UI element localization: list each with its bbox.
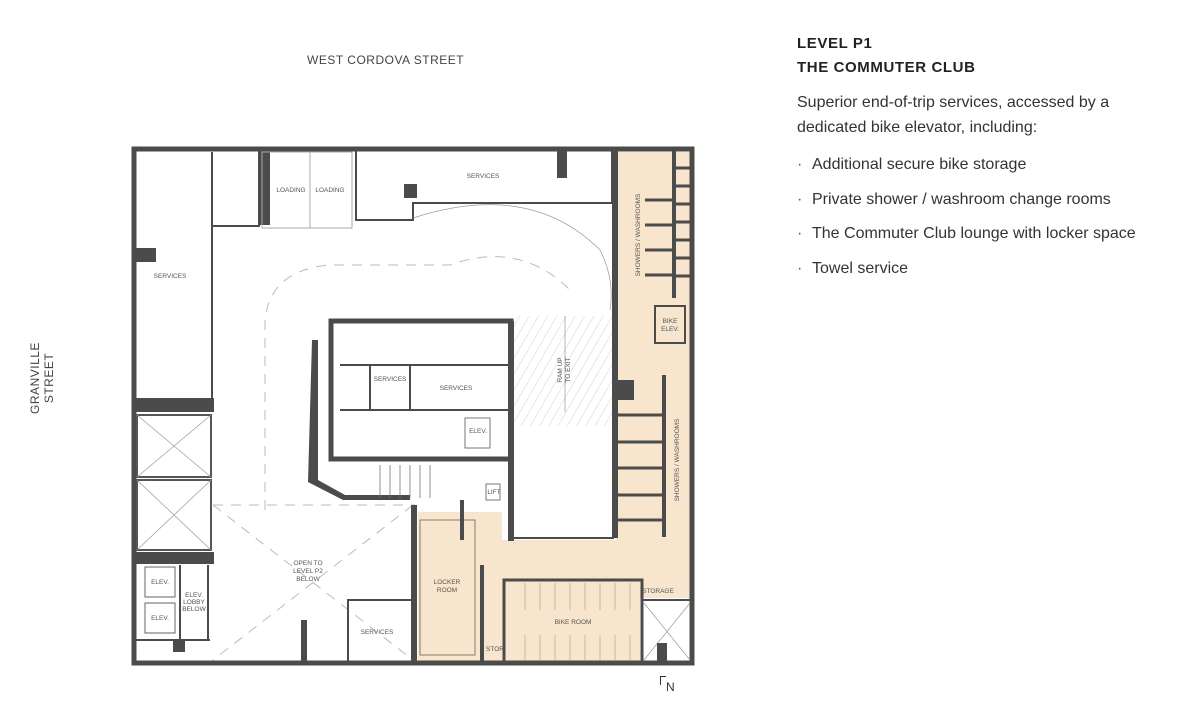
label-elev-core: ELEV. bbox=[469, 428, 487, 435]
feature-text: Private shower / washroom change rooms bbox=[812, 190, 1111, 208]
label-showers-bottom: SHOWERS / WASHROOMS bbox=[674, 418, 681, 501]
label-loading-1: LOADING bbox=[276, 187, 305, 194]
north-label: N bbox=[666, 680, 675, 694]
label-elev-1: ELEV. bbox=[151, 579, 169, 586]
list-item: · The Commuter Club lounge with locker sp… bbox=[797, 217, 1177, 252]
label-services-left: SERVICES bbox=[154, 273, 187, 280]
club-title: THE COMMUTER CLUB bbox=[797, 59, 976, 76]
ramp-to-exit: RAM UP TO EXIT bbox=[514, 316, 614, 539]
label-ramp-2: TO EXIT bbox=[565, 357, 572, 382]
label-open-1: OPEN TO bbox=[293, 560, 322, 567]
label-services-core-2: SERVICES bbox=[440, 385, 473, 392]
label-locker-1: LOCKER bbox=[434, 579, 461, 586]
bullet-icon: · bbox=[797, 259, 803, 277]
label-bike-elev-2: ELEV. bbox=[661, 326, 679, 333]
label-showers-top: SHOWERS / WASHROOMS bbox=[635, 193, 642, 276]
feature-text: The Commuter Club lounge with locker spa… bbox=[812, 225, 1136, 242]
level-title: LEVEL P1 bbox=[797, 35, 873, 52]
room-services-top: SERVICES bbox=[355, 150, 613, 221]
label-bike-room: BIKE ROOM bbox=[555, 619, 592, 626]
label-lobby-3: BELOW bbox=[182, 606, 206, 613]
feature-text: Towel service bbox=[812, 259, 909, 277]
label-services-top: SERVICES bbox=[467, 173, 500, 180]
description: Superior end-of-trip services, accessed … bbox=[797, 94, 1110, 136]
room-services-left: SERVICES bbox=[134, 150, 270, 412]
label-open-3: BELOW bbox=[296, 576, 320, 583]
bullet-icon: · bbox=[797, 225, 803, 242]
loading-bays: LOADING LOADING bbox=[261, 151, 353, 229]
bike-room: BIKE ROOM STOR STORAGE bbox=[486, 578, 691, 664]
label-ramp-1: RAM UP bbox=[557, 357, 564, 382]
list-item: · Towel service bbox=[797, 252, 1177, 287]
label-lobby-2: LOBBY bbox=[183, 599, 205, 606]
info-panel: LEVEL P1 THE COMMUTER CLUB Superior end-… bbox=[797, 32, 1177, 286]
feature-text: Additional secure bike storage bbox=[812, 156, 1027, 173]
list-item: · Private shower / washroom change rooms bbox=[797, 183, 1177, 218]
label-elev-2: ELEV. bbox=[151, 615, 169, 622]
label-open-2: LEVEL P2 bbox=[293, 568, 323, 575]
street-label-west-cordova: WEST CORDOVA STREET bbox=[307, 53, 465, 67]
label-loading-2: LOADING bbox=[315, 187, 344, 194]
label-bike-elev-1: BIKE bbox=[663, 318, 678, 325]
room-services-bottom: SERVICES bbox=[347, 505, 417, 663]
bullet-icon: · bbox=[797, 156, 803, 173]
label-services-bottom: SERVICES bbox=[361, 629, 394, 636]
label-services-core-1: SERVICES bbox=[374, 376, 407, 383]
shafts-left bbox=[134, 414, 214, 564]
north-arrow-icon: N bbox=[660, 676, 675, 694]
commuter-club-area bbox=[418, 152, 690, 662]
commuter-club-showers: SHOWERS / WASHROOMS BIKE ELEV. SHOWERS /… bbox=[612, 150, 690, 538]
open-to-below: OPEN TO LEVEL P2 BELOW bbox=[212, 504, 414, 662]
locker-room: LOCKER ROOM bbox=[419, 500, 484, 662]
elevator-lobby: ELEV. ELEV. ELEV. LOBBY BELOW bbox=[136, 565, 210, 652]
label-storage: STORAGE bbox=[642, 588, 674, 595]
list-item: · Additional secure bike storage bbox=[797, 148, 1177, 183]
central-core: SERVICES SERVICES ELEV. LIFT bbox=[308, 318, 514, 541]
label-stor: STOR bbox=[486, 646, 504, 653]
label-lobby-1: ELEV. bbox=[185, 592, 203, 599]
bullet-icon: · bbox=[797, 190, 803, 208]
label-locker-2: ROOM bbox=[437, 587, 457, 594]
feature-list: · Additional secure bike storage · Private… bbox=[797, 148, 1177, 286]
label-lift: LIFT bbox=[487, 489, 500, 496]
